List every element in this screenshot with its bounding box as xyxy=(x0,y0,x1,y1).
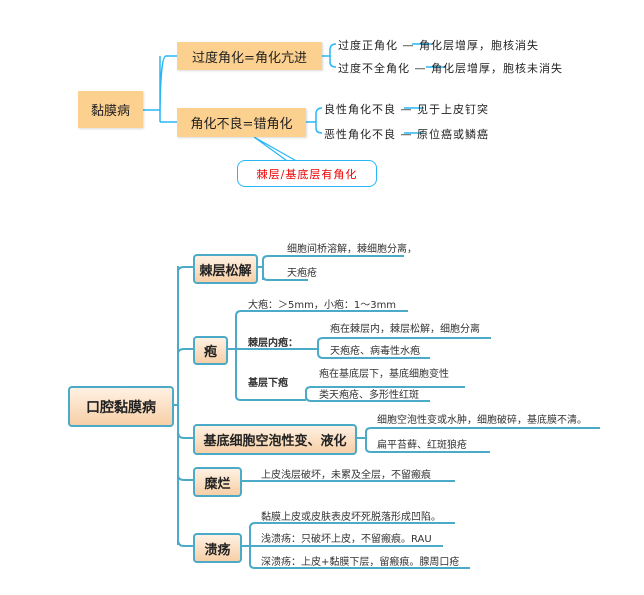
benign-dyskeratosis-text: 良性角化不良 — 见于上皮钉突 xyxy=(324,103,489,116)
hyperkeratosis-node: 过度角化=角化亢进 xyxy=(177,42,322,70)
acantholysis-desc: 细胞间桥溶解，棘细胞分离， xyxy=(287,244,417,255)
subepithelial-desc: 疱在基底层下，基底细胞变性 xyxy=(319,369,449,380)
bottom-root-node: 口腔黏膜病 xyxy=(68,386,174,427)
intraepithelial-blister-label: 棘层内疱： xyxy=(248,338,298,349)
dyskeratosis-node: 角化不良=错角化 xyxy=(177,108,306,137)
basal-desc: 细胞空泡性变或水肿，细胞破碎，基底膜不清。 xyxy=(377,415,587,426)
basal-vacuolation-node: 基底细胞空泡性变、液化 xyxy=(193,424,357,455)
intraepithelial-desc: 疱在棘层内，棘层松解，细胞分离 xyxy=(330,324,480,335)
intraepithelial-disease: 天疱疮、病毒性水疱 xyxy=(330,346,420,357)
basal-disease: 扁平苔藓、红斑狼疮 xyxy=(377,440,467,451)
subepithelial-blister-label: 基层下疱 xyxy=(248,378,288,389)
blister-size-text: 大疱：＞5mm，小疱：1～3mm xyxy=(248,300,397,311)
ulcer-node: 溃疡 xyxy=(193,533,242,563)
ulcer-desc: 黏膜上皮或皮肤表皮坏死脱落形成凹陷。 xyxy=(261,512,441,523)
malignant-dyskeratosis-text: 恶性角化不良 — 原位癌或鳞癌 xyxy=(324,128,489,141)
erosion-desc: 上皮浅层破坏，未累及全层，不留瘢痕 xyxy=(261,470,431,481)
acantholysis-node: 棘层松解 xyxy=(193,254,258,284)
blister-node: 疱 xyxy=(193,336,228,365)
parakeratosis-text: 过度不全角化 — 角化层增厚，胞核未消失 xyxy=(338,62,563,75)
callout-note: 棘层/基底层有角化 xyxy=(237,160,377,187)
deep-ulcer-text: 深溃疡：上皮+黏膜下层，留瘢痕。腺周口疮 xyxy=(261,557,460,568)
orthokeratosis-text: 过度正角化 — 角化层增厚，胞核消失 xyxy=(338,39,539,52)
shallow-ulcer-text: 浅溃疡：只破坏上皮，不留瘢痕。RAU xyxy=(261,534,432,545)
erosion-node: 糜烂 xyxy=(193,467,242,497)
acantholysis-disease: 天疱疮 xyxy=(287,268,317,279)
top-root-node: 黏膜病 xyxy=(78,91,143,128)
subepithelial-disease: 类天疱疮、多形性红斑 xyxy=(319,390,419,401)
